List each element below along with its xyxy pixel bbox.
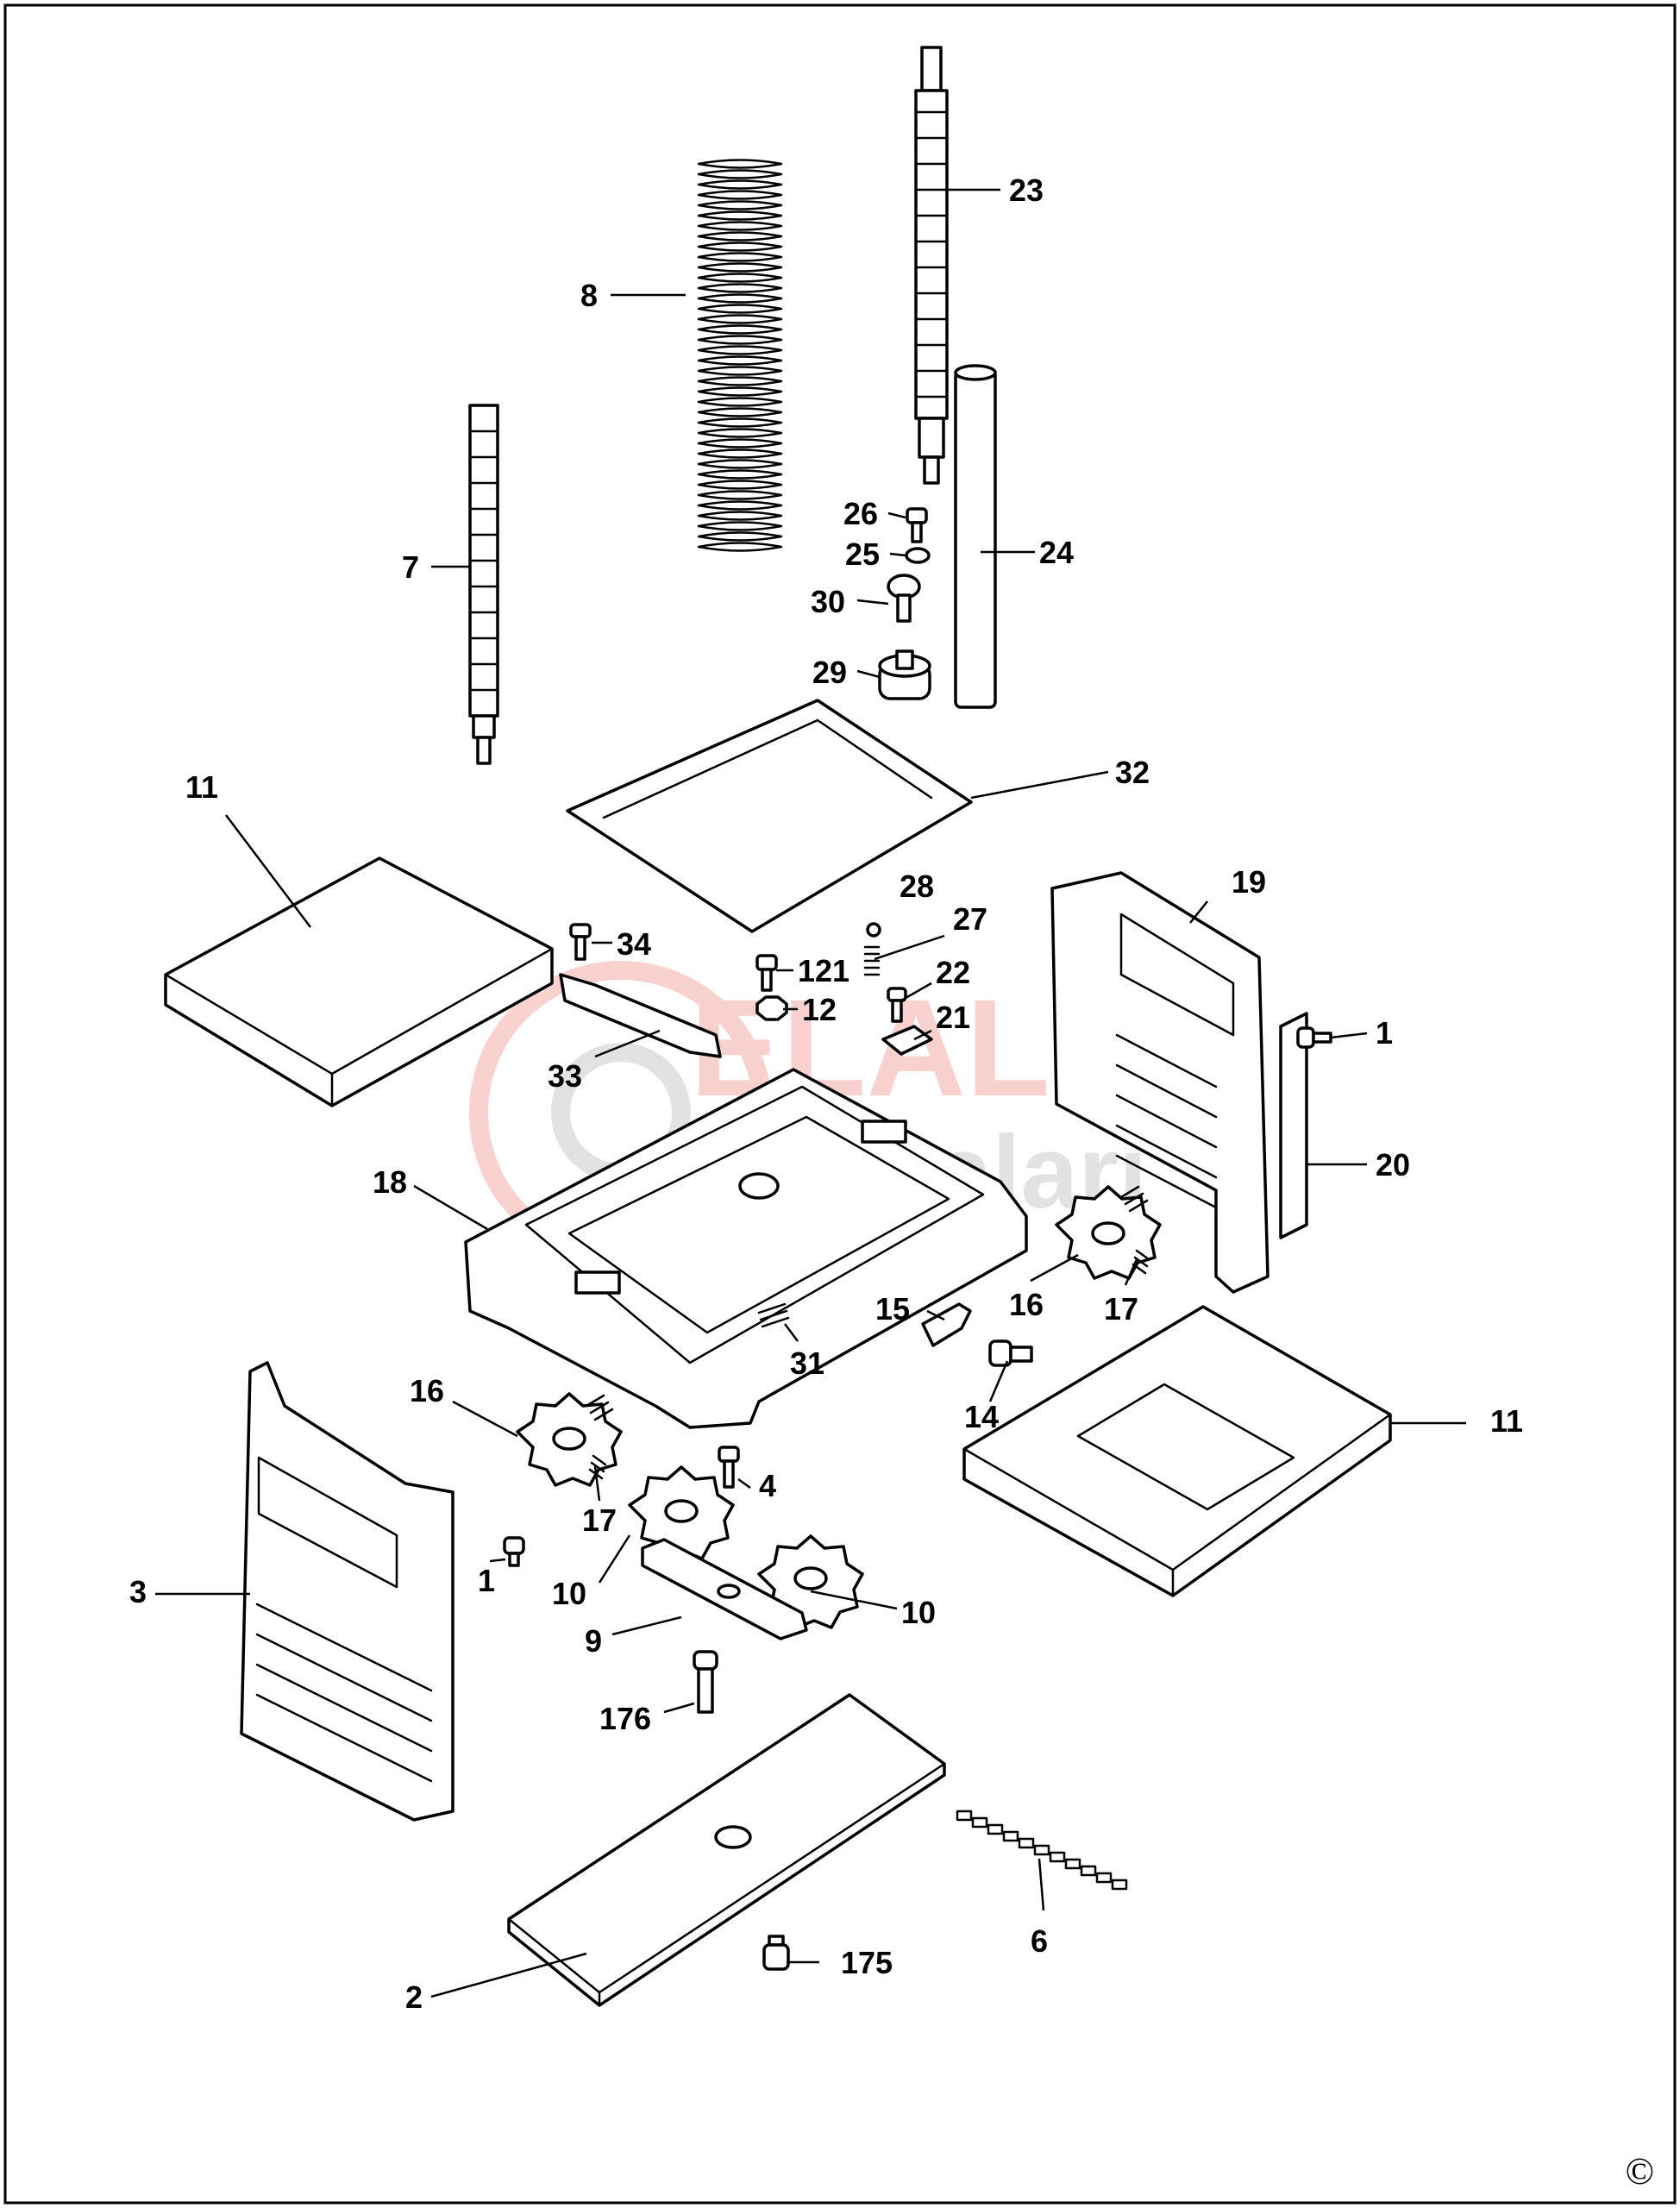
part-7-threaded-rod — [468, 404, 499, 765]
label-19: 19 — [1232, 864, 1266, 900]
label-28: 28 — [900, 869, 934, 904]
part-23-threaded-rod — [914, 46, 949, 485]
label-33: 33 — [548, 1058, 582, 1094]
part-25-washer — [905, 547, 931, 564]
part-30-screw — [887, 574, 921, 623]
label-17-upper: 17 — [1104, 1291, 1138, 1327]
part-12-nut — [755, 995, 788, 1021]
label-10-right: 10 — [901, 1595, 936, 1630]
label-7: 7 — [402, 549, 419, 585]
part-labels: 23 8 7 26 25 24 30 29 32 11 28 27 19 34 … — [129, 172, 1523, 2015]
part-9-link-bar — [641, 1538, 808, 1640]
part-26-screw — [906, 507, 928, 543]
label-31: 31 — [790, 1346, 824, 1381]
part-1-screw-right — [1296, 1026, 1332, 1049]
label-23: 23 — [1009, 172, 1044, 208]
part-11-left-panel — [164, 856, 554, 1107]
part-24-tube — [954, 364, 997, 709]
label-176: 176 — [599, 1701, 651, 1736]
part-11-right-panel — [962, 1305, 1392, 1597]
part-16-star-knob-upper — [1055, 1185, 1162, 1280]
part-31-setscrew — [757, 1302, 790, 1328]
copyright-mark: © — [1626, 2150, 1654, 2192]
label-1-left: 1 — [478, 1563, 495, 1598]
part-15-clip — [921, 1302, 972, 1347]
label-30: 30 — [811, 584, 845, 619]
part-175-screw — [762, 1935, 790, 1971]
label-2: 2 — [405, 1979, 423, 2015]
label-21: 21 — [936, 1000, 970, 1035]
label-22: 22 — [936, 955, 970, 990]
label-16-upper: 16 — [1009, 1287, 1044, 1322]
part-17-setscrew-lower — [585, 1394, 614, 1480]
label-25: 25 — [845, 536, 880, 572]
label-29: 29 — [812, 655, 847, 690]
part-121-screw — [755, 954, 778, 992]
part-4-screw — [718, 1446, 740, 1489]
label-10-left: 10 — [552, 1576, 586, 1611]
label-12: 12 — [802, 992, 837, 1027]
label-6: 6 — [1031, 1923, 1048, 1959]
label-1-right: 1 — [1376, 1015, 1393, 1051]
label-8: 8 — [580, 278, 598, 313]
label-24: 24 — [1039, 535, 1074, 570]
label-11-top: 11 — [185, 769, 218, 805]
part-28-ball — [866, 922, 881, 938]
part-33-bracket — [559, 973, 722, 1058]
part-20-strip — [1279, 1012, 1308, 1239]
part-32-plate — [566, 699, 973, 933]
part-16-star-knob-lower — [516, 1392, 623, 1487]
part-27-spring — [863, 945, 881, 976]
part-10-star-knob-a — [628, 1465, 735, 1560]
part-17-setscrew-upper — [1119, 1185, 1150, 1275]
part-29-gear-nut — [878, 649, 931, 700]
label-11-right: 11 — [1490, 1403, 1523, 1439]
leader-lines — [155, 188, 1466, 1998]
part-8-spring — [697, 159, 783, 552]
part-14-bolt — [988, 1339, 1033, 1367]
part-18-base — [464, 1068, 1028, 1429]
label-16-lower: 16 — [410, 1373, 444, 1408]
label-27: 27 — [953, 901, 987, 937]
label-15: 15 — [875, 1291, 910, 1327]
part-2-bottom-plate — [507, 1693, 946, 2007]
part-22-screw — [887, 987, 907, 1023]
part-176-bolt — [693, 1650, 718, 1714]
part-34-screw — [569, 923, 592, 961]
part-6-chain — [956, 1810, 1128, 1891]
label-26: 26 — [843, 496, 878, 531]
part-19-side-cover — [1050, 871, 1269, 1294]
label-4: 4 — [759, 1468, 776, 1503]
diagram-frame — [3, 3, 1677, 2205]
label-17-lower: 17 — [582, 1502, 617, 1538]
label-121: 121 — [798, 953, 849, 988]
label-175: 175 — [841, 1945, 893, 1980]
label-14: 14 — [964, 1399, 999, 1434]
label-32: 32 — [1115, 755, 1150, 790]
part-21-clip — [881, 1025, 933, 1056]
label-20: 20 — [1376, 1147, 1410, 1182]
part-1-screw-left — [503, 1536, 525, 1567]
label-34: 34 — [617, 926, 651, 962]
label-18: 18 — [373, 1164, 407, 1200]
label-3: 3 — [129, 1574, 147, 1609]
part-3-side-cover — [240, 1361, 454, 1822]
label-9: 9 — [585, 1623, 602, 1659]
